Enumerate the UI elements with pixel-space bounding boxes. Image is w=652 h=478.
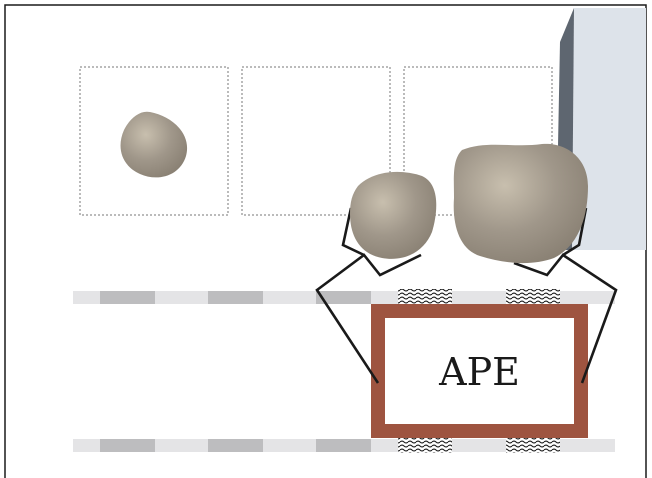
track-top: [73, 289, 615, 305]
label-box: APE: [371, 304, 588, 438]
rock-in-slot-1: [121, 112, 188, 178]
label-box-text: APE: [438, 350, 520, 394]
track-bottom: [73, 437, 615, 453]
rock-left-pair: [350, 172, 436, 259]
rock-right-pair: [454, 144, 588, 263]
